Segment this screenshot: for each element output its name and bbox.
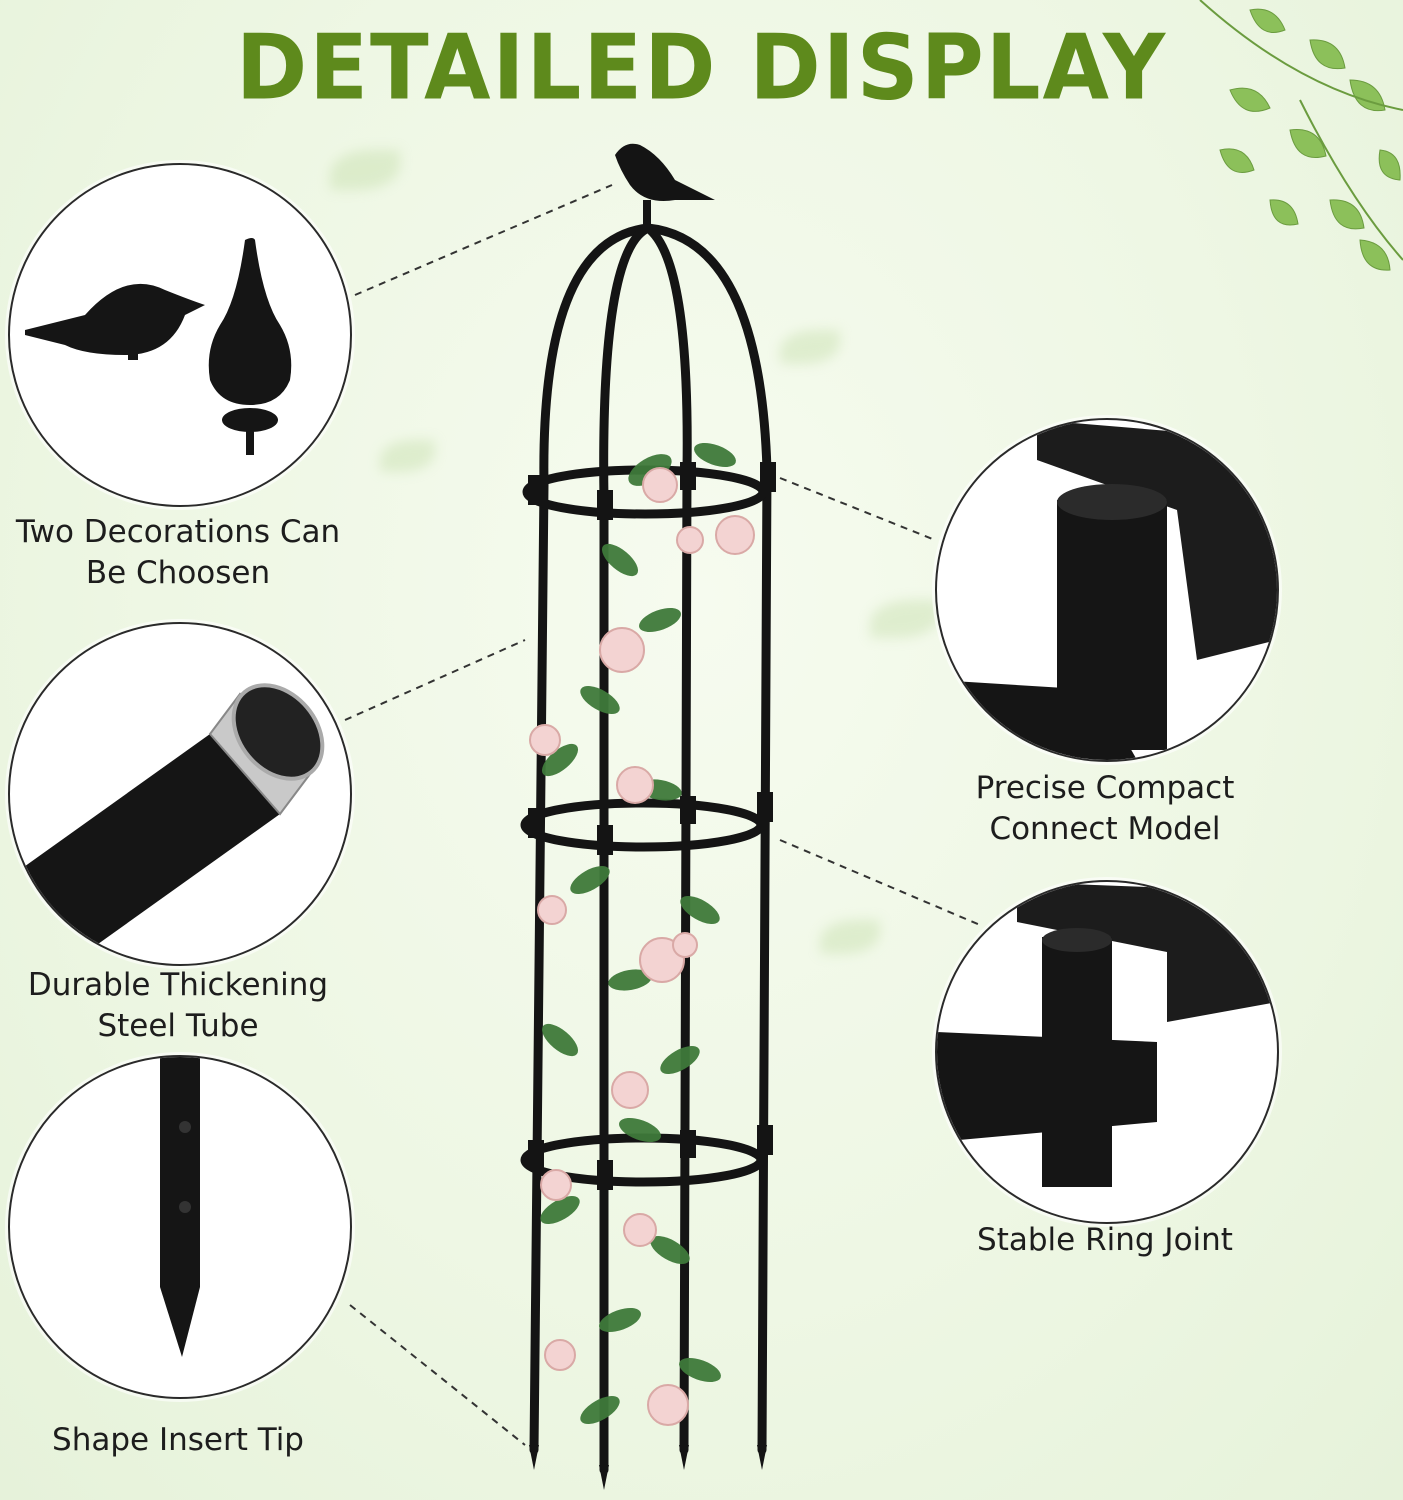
insert-tip-caption: Shape Insert Tip	[52, 1422, 304, 1458]
corner-foliage	[1199, 0, 1403, 271]
insert-tip-detail-circle	[8, 1055, 352, 1399]
page-title: DETAILED DISPLAY	[235, 15, 1168, 121]
decorations-detail-circle	[8, 163, 352, 507]
ring-joint-caption: Stable Ring Joint	[977, 1222, 1233, 1258]
ring-joint-icon	[937, 882, 1277, 1187]
connector-icon	[937, 420, 1277, 760]
bird-and-finial-icon	[25, 238, 292, 455]
connect-model-detail-circle	[935, 418, 1279, 762]
steel-tube-caption: Durable Thickening Steel Tube	[27, 967, 329, 1044]
ring-joint-detail-circle	[935, 880, 1279, 1224]
insert-tip-icon	[160, 1057, 200, 1357]
steel-tube-icon	[10, 683, 325, 964]
connect-model-caption: Precise Compact Connect Model	[975, 770, 1235, 847]
decorations-caption: Two Decorations Can Be Choosen	[15, 514, 341, 591]
steel-tube-detail-circle	[8, 622, 352, 966]
